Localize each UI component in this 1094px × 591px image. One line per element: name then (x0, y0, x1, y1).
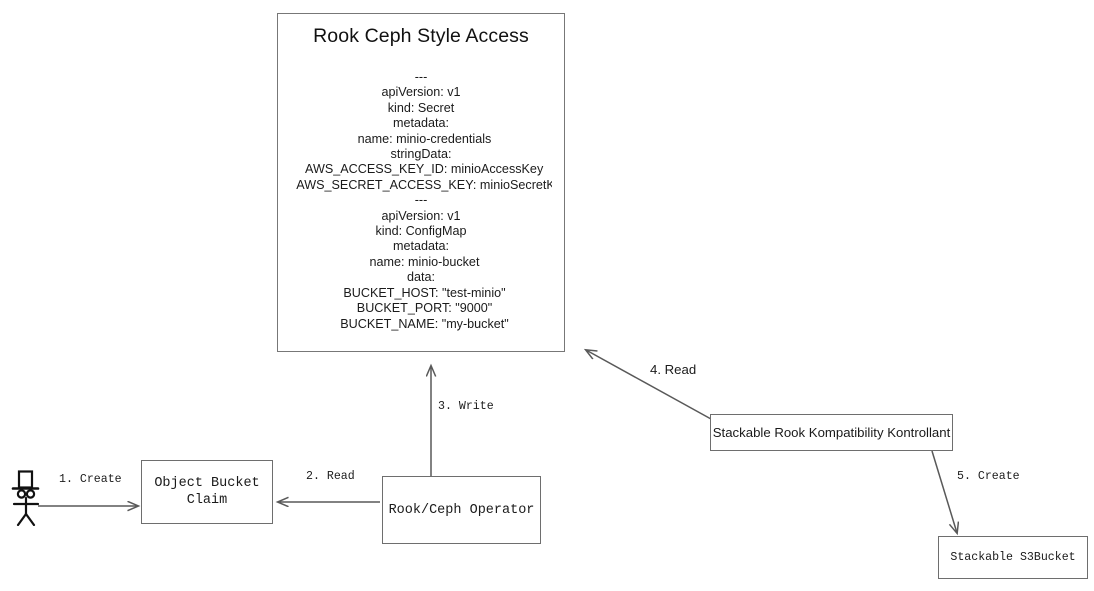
rook-ceph-style-access-card[interactable]: Rook Ceph Style Access --- apiVersion: v… (277, 13, 565, 352)
node-stackable-s3bucket[interactable]: Stackable S3Bucket (938, 536, 1088, 579)
edge-label-5-create: 5. Create (957, 470, 1020, 483)
edge-label-3-write: 3. Write (438, 400, 494, 413)
edge-5-create-line (931, 450, 957, 533)
node-rook-ceph-operator-label: Rook/Ceph Operator (388, 502, 535, 518)
edge-label-4-read: 4. Read (650, 362, 697, 377)
rook-ceph-style-access-title: Rook Ceph Style Access (313, 25, 529, 47)
edge-label-1-create: 1. Create (59, 473, 122, 486)
node-object-bucket-claim-label: Object Bucket Claim (154, 476, 260, 508)
user-actor-icon (11, 470, 40, 526)
node-rook-ceph-operator[interactable]: Rook/Ceph Operator (382, 476, 541, 544)
edge-4-read-line (586, 350, 712, 420)
node-stackable-rook-kompatibility-kontrollant-label: Stackable Rook Kompatibility Kontrollant (712, 425, 951, 440)
node-object-bucket-claim[interactable]: Object Bucket Claim (141, 460, 273, 524)
node-stackable-rook-kompatibility-kontrollant[interactable]: Stackable Rook Kompatibility Kontrollant (710, 414, 953, 451)
edge-label-2-read: 2. Read (306, 470, 355, 483)
rook-ceph-style-access-yaml: --- apiVersion: v1 kind: Secret metadata… (296, 70, 552, 331)
node-stackable-s3bucket-label: Stackable S3Bucket (950, 551, 1076, 564)
